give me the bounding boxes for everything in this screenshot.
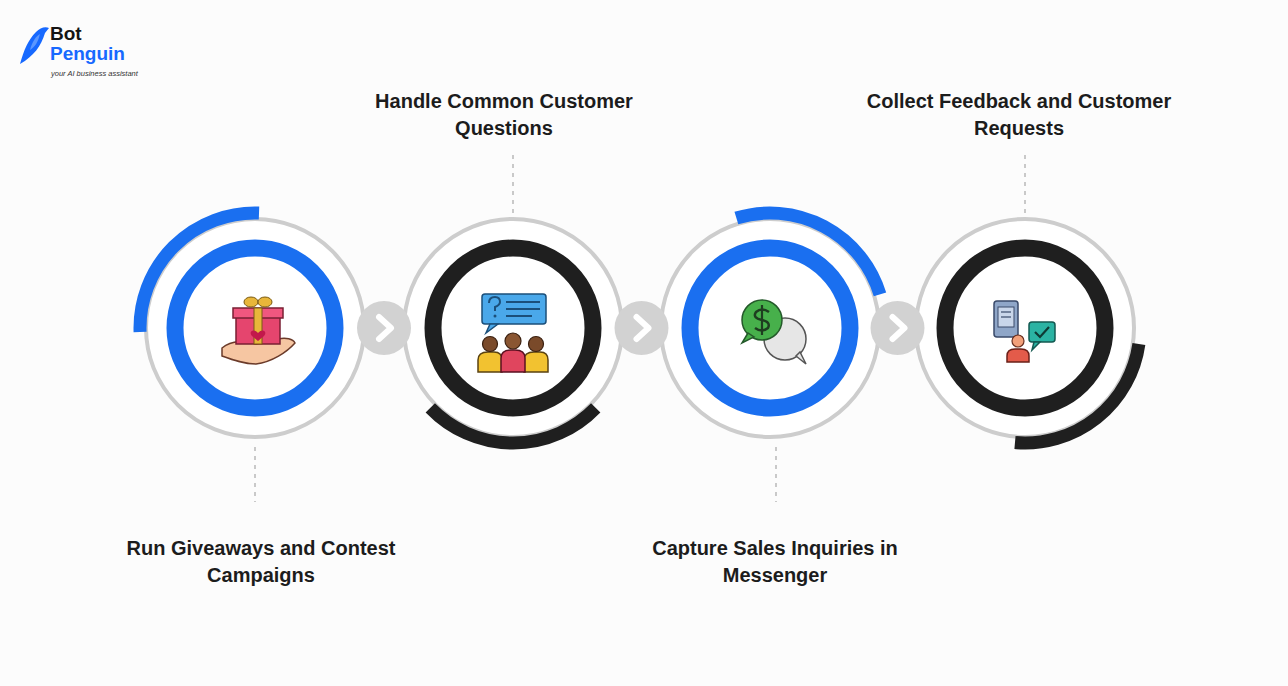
person-body xyxy=(1007,349,1029,362)
step-circle: Collect Feedback and Customer Requests xyxy=(900,203,1150,453)
logo-tagline: your AI business assistant xyxy=(51,70,138,78)
text-line xyxy=(506,315,532,317)
leader-line xyxy=(254,447,256,502)
gift-lid xyxy=(233,308,283,318)
leader-line xyxy=(1024,155,1026,213)
inner-ring xyxy=(175,248,335,408)
penguin-logo-wing xyxy=(30,34,40,50)
ring-graphic xyxy=(645,203,895,453)
step-label: Capture Sales Inquiries in Messenger xyxy=(605,535,945,589)
questions-icon xyxy=(478,294,548,372)
grey-bubble xyxy=(764,318,806,360)
step-circle: Capture Sales Inquiries in Messenger xyxy=(645,203,895,453)
logo-wordmark: Bot xyxy=(50,24,82,43)
bubble-tail xyxy=(1032,342,1040,350)
progress-arc xyxy=(430,408,595,443)
step-circle: Handle Common Customer Questions xyxy=(388,203,638,453)
person-head xyxy=(505,333,521,349)
leader-line xyxy=(512,155,514,213)
question-mark xyxy=(489,297,500,311)
chevron-connector xyxy=(357,301,411,355)
dollar-stroke xyxy=(761,305,763,335)
chevron-badge xyxy=(615,301,669,355)
chevron-head xyxy=(637,317,649,339)
connector-line xyxy=(879,326,916,330)
outer-ring xyxy=(916,219,1134,437)
chevron-connector xyxy=(871,301,925,355)
dollar-sign xyxy=(755,310,769,331)
progress-arc xyxy=(1015,344,1139,443)
question-dot xyxy=(494,315,497,318)
gift-icon xyxy=(222,297,295,364)
ring-graphic xyxy=(388,203,638,453)
chevron-badge xyxy=(871,301,925,355)
leader-line xyxy=(775,447,777,502)
inner-ring xyxy=(433,248,593,408)
penguin-logo xyxy=(20,27,49,64)
step-label: Run Giveaways and Contest Campaigns xyxy=(91,535,431,589)
connector-line xyxy=(622,326,661,330)
outer-ring xyxy=(661,219,879,437)
bubble-tail xyxy=(742,333,754,343)
speech-bubble xyxy=(482,294,546,324)
check-mark xyxy=(1035,327,1049,337)
person-head xyxy=(483,337,498,352)
person-body xyxy=(501,350,525,372)
screen-line xyxy=(1001,316,1011,317)
inner-ring xyxy=(945,248,1105,408)
bubble-tail xyxy=(796,352,806,364)
ring-graphic xyxy=(130,203,380,453)
step-label: Handle Common Customer Questions xyxy=(344,88,664,142)
gift-heart xyxy=(251,330,266,341)
green-bubble xyxy=(742,300,782,340)
logo-wordmark: Penguin xyxy=(50,44,125,63)
gift-box xyxy=(236,316,280,344)
connector-line xyxy=(364,326,404,330)
bubble-tail xyxy=(486,324,498,333)
step-label: Collect Feedback and Customer Requests xyxy=(834,88,1204,142)
text-line xyxy=(506,308,540,310)
text-line xyxy=(506,301,540,303)
chevron-badge xyxy=(357,301,411,355)
feedback-icon xyxy=(994,301,1055,362)
progress-arc xyxy=(140,213,259,332)
chevron-head xyxy=(893,317,905,339)
outer-ring xyxy=(404,219,622,437)
person-head xyxy=(529,337,544,352)
chevron-head xyxy=(379,317,391,339)
sales-icon xyxy=(742,300,806,364)
person-body xyxy=(478,352,502,372)
inner-ring xyxy=(690,248,850,408)
outer-ring xyxy=(146,219,364,437)
progress-arc xyxy=(736,213,880,294)
logo-mark xyxy=(20,27,49,64)
step-circle: Run Giveaways and Contest Campaigns xyxy=(130,203,380,453)
leader-lines xyxy=(255,155,1025,502)
ring-graphic xyxy=(900,203,1150,453)
person-body xyxy=(524,352,548,372)
chevron-connector xyxy=(615,301,669,355)
gift-bow xyxy=(244,297,258,307)
phone-screen xyxy=(998,307,1014,327)
check-bubble xyxy=(1029,322,1055,342)
phone-shape xyxy=(994,301,1018,337)
gift-ribbon xyxy=(254,308,262,344)
person-head xyxy=(1012,335,1024,347)
screen-line xyxy=(1001,311,1011,312)
gift-bow xyxy=(258,297,272,307)
hand-shape xyxy=(222,338,295,364)
